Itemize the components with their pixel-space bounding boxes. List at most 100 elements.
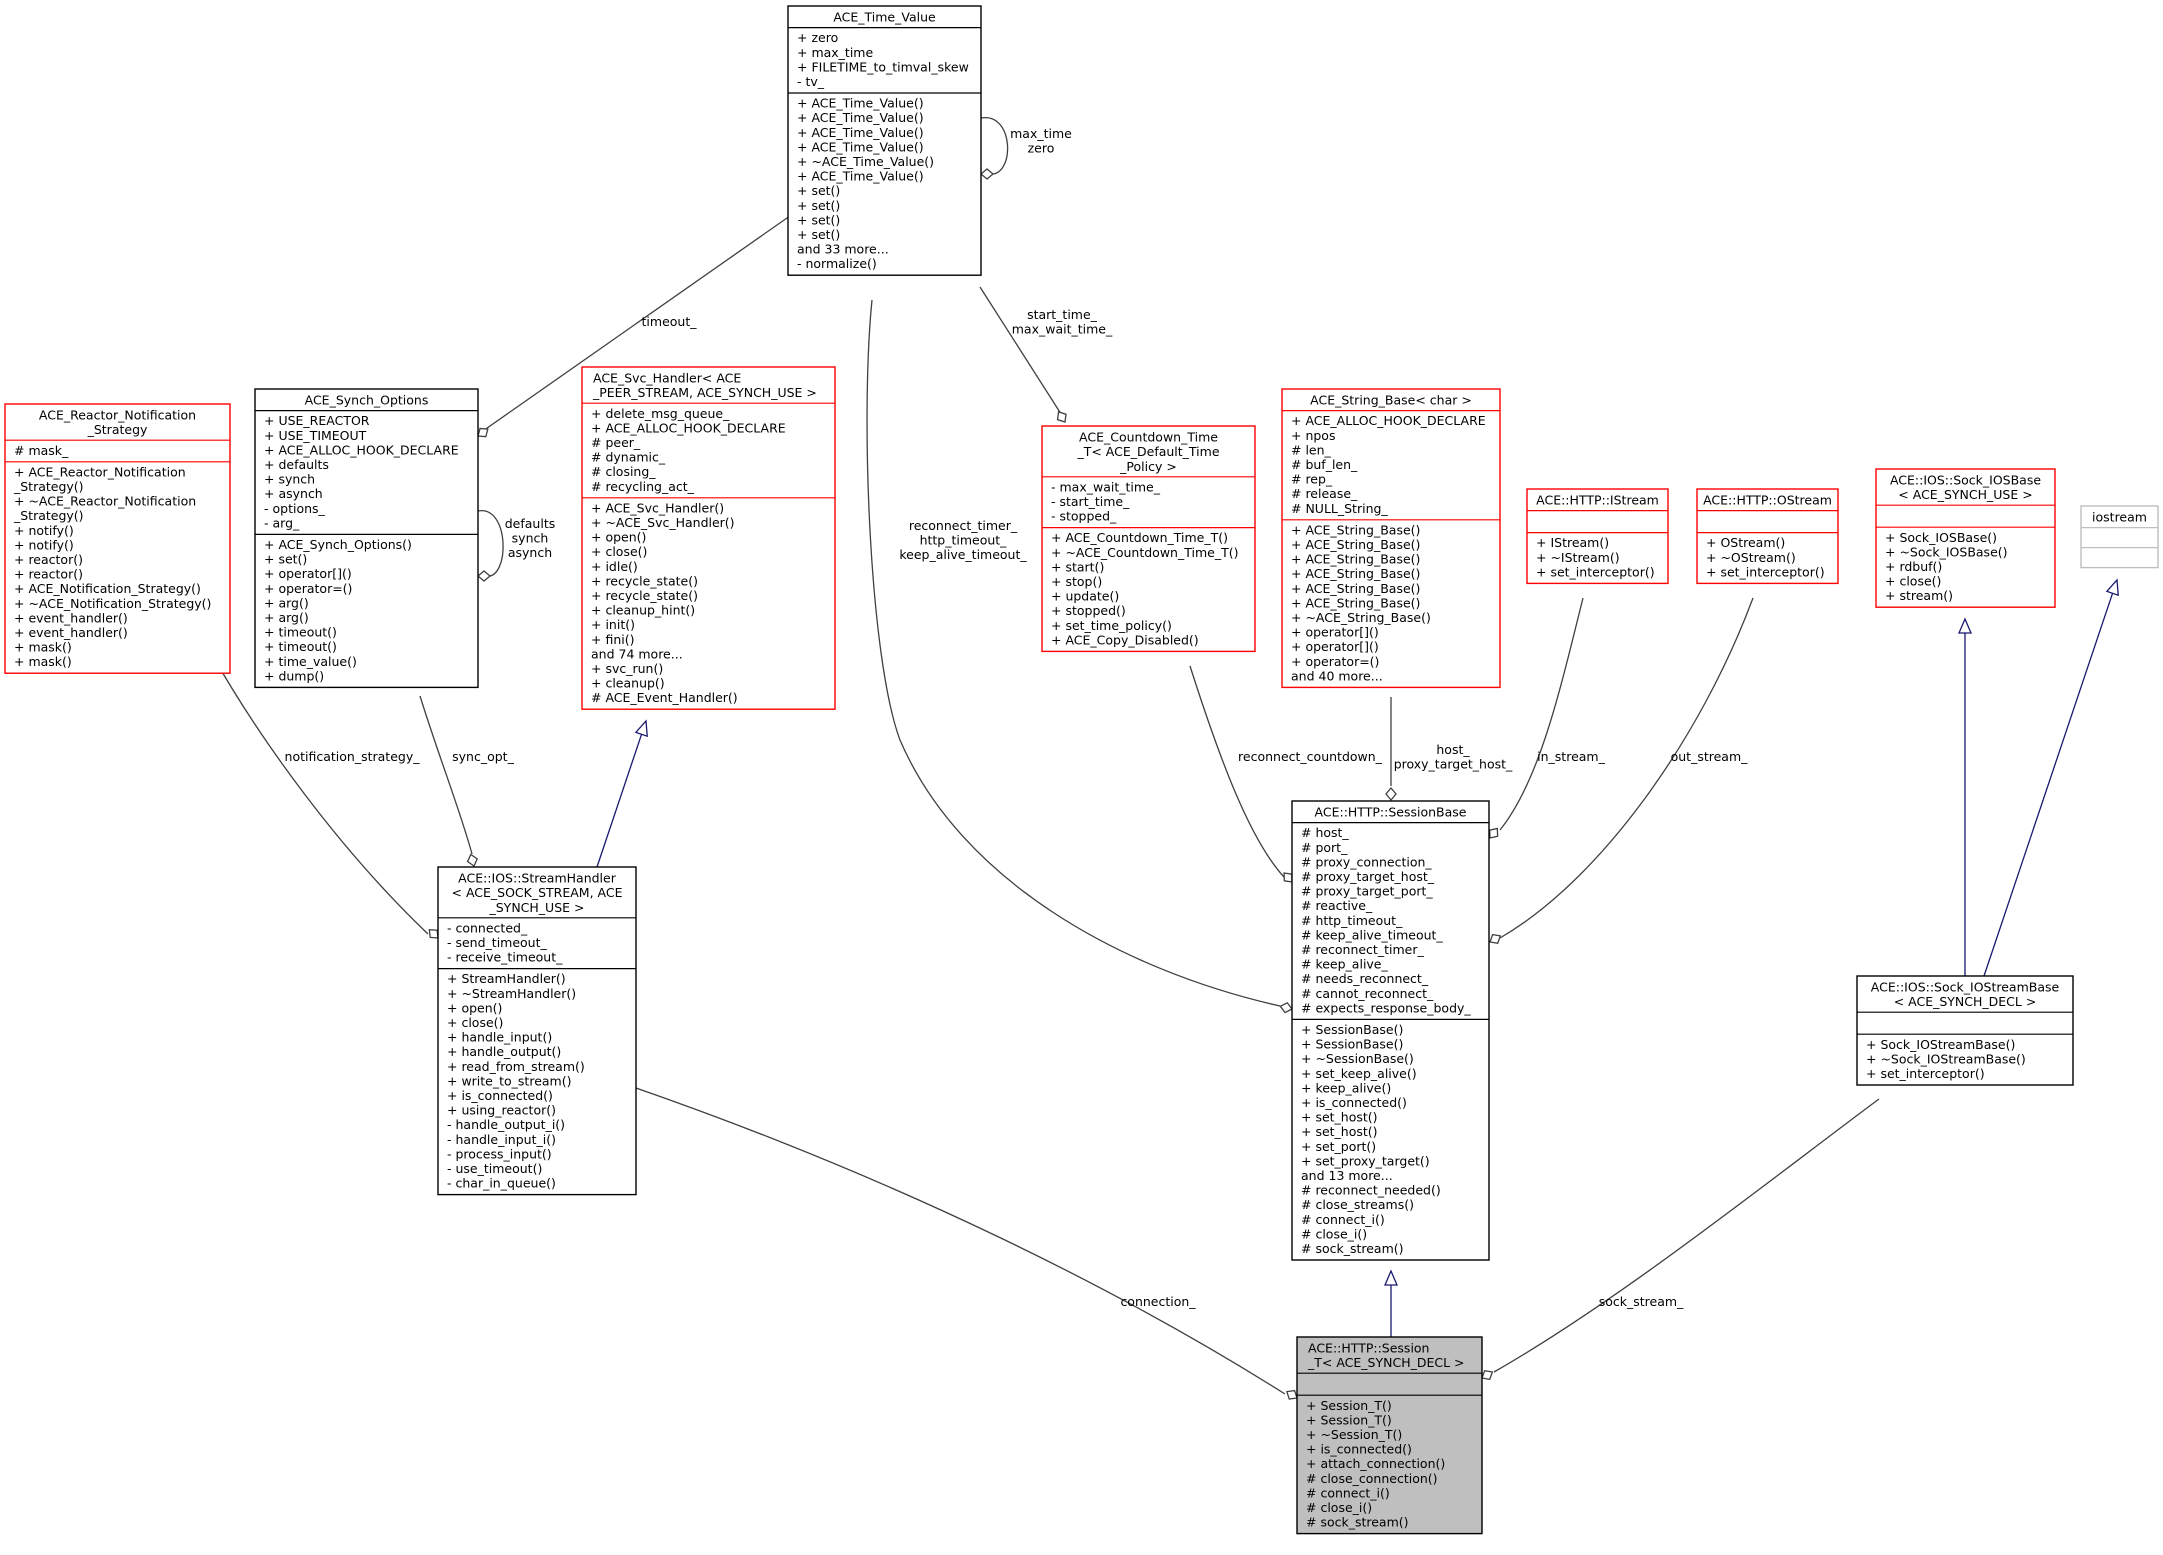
class-node-sock-iostreambase[interactable]: ACE::IOS::Sock_IOStreamBase< ACE_SYNCH_D… bbox=[1856, 975, 2074, 1086]
class-operation: + operator=() bbox=[264, 581, 352, 596]
class-title: ACE::IOS::StreamHandler bbox=[458, 871, 617, 886]
edge-in-stream-diamond bbox=[1489, 827, 1499, 839]
class-node-session-t[interactable]: ACE::HTTP::Session_T< ACE_SYNCH_DECL >+ … bbox=[1296, 1336, 1483, 1535]
class-box bbox=[1696, 488, 1839, 585]
class-title: _T< ACE_Default_Time bbox=[1076, 444, 1219, 459]
class-attribute: - max_wait_time_ bbox=[1051, 479, 1161, 494]
class-operation: + ~Session_T() bbox=[1306, 1427, 1402, 1442]
class-operation: _Strategy() bbox=[13, 508, 84, 523]
class-operation: + ACE_Reactor_Notification bbox=[14, 464, 186, 479]
class-operation: + start() bbox=[1051, 559, 1104, 574]
class-operation: + open() bbox=[591, 530, 646, 545]
class-operation: # sock_stream() bbox=[1306, 1515, 1409, 1530]
class-attribute: + defaults bbox=[264, 457, 329, 472]
class-box bbox=[1291, 800, 1490, 1261]
class-operation: + operator[]() bbox=[1291, 639, 1379, 654]
class-operation: - char_in_queue() bbox=[447, 1176, 556, 1191]
class-attribute: # len_ bbox=[1291, 442, 1332, 457]
edge-inherit-svc-handler bbox=[596, 734, 643, 868]
class-attribute: # port_ bbox=[1301, 840, 1348, 855]
edge-sock-stream bbox=[1493, 1098, 1880, 1373]
class-operation: # sock_stream() bbox=[1301, 1241, 1404, 1256]
class-operation: # close_i() bbox=[1301, 1226, 1367, 1241]
class-box bbox=[1296, 1336, 1483, 1535]
class-attribute: - receive_timeout_ bbox=[447, 950, 563, 965]
class-title: _PEER_STREAM, ACE_SYNCH_USE > bbox=[592, 385, 817, 400]
class-node-countdown[interactable]: ACE_Countdown_Time_T< ACE_Default_Time_P… bbox=[1041, 425, 1256, 653]
class-operation: + time_value() bbox=[264, 654, 357, 669]
class-operation: + close() bbox=[591, 544, 647, 559]
class-attribute: # expects_response_body_ bbox=[1301, 1000, 1471, 1015]
class-attribute: + zero bbox=[797, 30, 838, 45]
class-attribute: # keep_alive_timeout_ bbox=[1301, 927, 1443, 942]
class-operation: + is_connected() bbox=[1301, 1095, 1407, 1110]
class-attribute: - stopped_ bbox=[1051, 509, 1117, 524]
class-node-synch-options[interactable]: ACE_Synch_Options+ USE_REACTOR+ USE_TIME… bbox=[254, 388, 479, 689]
class-node-string-base[interactable]: ACE_String_Base< char >+ ACE_ALLOC_HOOK_… bbox=[1281, 388, 1501, 689]
class-operation: + stopped() bbox=[1051, 603, 1126, 618]
class-title: ACE::IOS::Sock_IOStreamBase bbox=[1871, 980, 2060, 995]
class-operation: + notify() bbox=[14, 537, 74, 552]
class-operation: and 40 more... bbox=[1291, 668, 1383, 683]
class-operation: + recycle_state() bbox=[591, 588, 698, 603]
edge-label-synch-self: synch bbox=[512, 531, 549, 546]
class-operation: + set() bbox=[264, 552, 307, 567]
class-operation: - use_timeout() bbox=[447, 1161, 542, 1176]
class-attribute: # reactive_ bbox=[1301, 898, 1373, 913]
class-node-iostream[interactable]: iostream bbox=[2080, 505, 2159, 569]
class-title: ACE::IOS::Sock_IOSBase bbox=[1890, 473, 2041, 488]
class-node-stream-handler[interactable]: ACE::IOS::StreamHandler< ACE_SOCK_STREAM… bbox=[437, 866, 637, 1196]
class-operation: + set() bbox=[797, 212, 840, 227]
class-operation: # reconnect_needed() bbox=[1301, 1183, 1441, 1198]
class-title: < ACE_SYNCH_DECL > bbox=[1894, 994, 2037, 1009]
class-operation: + set_time_policy() bbox=[1051, 618, 1172, 633]
edge-notification-strategy bbox=[209, 650, 429, 935]
class-box bbox=[2080, 505, 2159, 569]
class-operation: + ACE_String_Base() bbox=[1291, 581, 1420, 596]
edge-time-value-self-diamond bbox=[979, 168, 995, 180]
edge-start-time-diamond bbox=[1056, 411, 1067, 423]
class-operation: + close() bbox=[447, 1015, 503, 1030]
class-title: ACE_Time_Value bbox=[833, 10, 936, 25]
class-attribute: - start_time_ bbox=[1051, 494, 1130, 509]
class-node-ostream[interactable]: ACE::HTTP::OStream+ OStream()+ ~OStream(… bbox=[1696, 488, 1839, 585]
class-operation: and 13 more... bbox=[1301, 1168, 1393, 1183]
edge-reconnect-timer bbox=[866, 299, 1281, 1007]
edge-label-reconnect-timer: reconnect_timer_ bbox=[909, 518, 1018, 533]
class-node-istream[interactable]: ACE::HTTP::IStream+ IStream()+ ~IStream(… bbox=[1526, 488, 1669, 585]
class-operation: # connect_i() bbox=[1301, 1212, 1385, 1227]
edge-label-reconnect-timer: http_timeout_ bbox=[920, 533, 1008, 548]
class-operation: + init() bbox=[591, 617, 635, 632]
class-operation: + ACE_Svc_Handler() bbox=[591, 500, 724, 515]
class-operation: + stream() bbox=[1885, 588, 1953, 603]
class-title: _SYNCH_USE > bbox=[489, 900, 585, 915]
class-attribute: + delete_msg_queue_ bbox=[591, 406, 730, 421]
class-attribute: + asynch bbox=[264, 486, 323, 501]
class-operation: + ACE_Time_Value() bbox=[797, 96, 924, 111]
edge-time-value-self bbox=[980, 117, 1009, 175]
class-operation: + operator[]() bbox=[1291, 625, 1379, 640]
class-operation: + ~ACE_Svc_Handler() bbox=[591, 515, 735, 530]
class-node-reactor-notification[interactable]: ACE_Reactor_Notification_Strategy# mask_… bbox=[4, 403, 231, 674]
edge-label-connection: connection_ bbox=[1120, 1294, 1196, 1309]
edge-out-stream-diamond bbox=[1489, 933, 1502, 944]
class-operation: + read_from_stream() bbox=[447, 1059, 585, 1074]
class-node-sock-iosbase[interactable]: ACE::IOS::Sock_IOSBase< ACE_SYNCH_USE >+… bbox=[1875, 468, 2056, 608]
class-operation: + set_host() bbox=[1301, 1124, 1378, 1139]
class-nodes: ACE_Time_Value+ zero+ max_time+ FILETIME… bbox=[4, 5, 2159, 1535]
class-node-time-value[interactable]: ACE_Time_Value+ zero+ max_time+ FILETIME… bbox=[787, 5, 982, 276]
class-box bbox=[581, 366, 836, 710]
edge-label-timeout: timeout_ bbox=[642, 314, 698, 329]
edge-label-synch-self: asynch bbox=[508, 545, 552, 560]
class-operation: + operator[]() bbox=[264, 566, 352, 581]
class-node-session-base[interactable]: ACE::HTTP::SessionBase# host_# port_# pr… bbox=[1291, 800, 1490, 1261]
class-operation: + IStream() bbox=[1536, 535, 1609, 550]
class-operation: + keep_alive() bbox=[1301, 1080, 1391, 1095]
class-operation: + set_interceptor() bbox=[1706, 564, 1825, 579]
class-title: _T< ACE_SYNCH_DECL > bbox=[1307, 1355, 1465, 1370]
edge-start-time bbox=[979, 286, 1064, 418]
class-operation: + ~ACE_Time_Value() bbox=[797, 154, 934, 169]
class-operation: + set_port() bbox=[1301, 1139, 1376, 1154]
class-operation: + dump() bbox=[264, 668, 324, 683]
class-node-svc-handler[interactable]: ACE_Svc_Handler< ACE_PEER_STREAM, ACE_SY… bbox=[581, 366, 836, 710]
